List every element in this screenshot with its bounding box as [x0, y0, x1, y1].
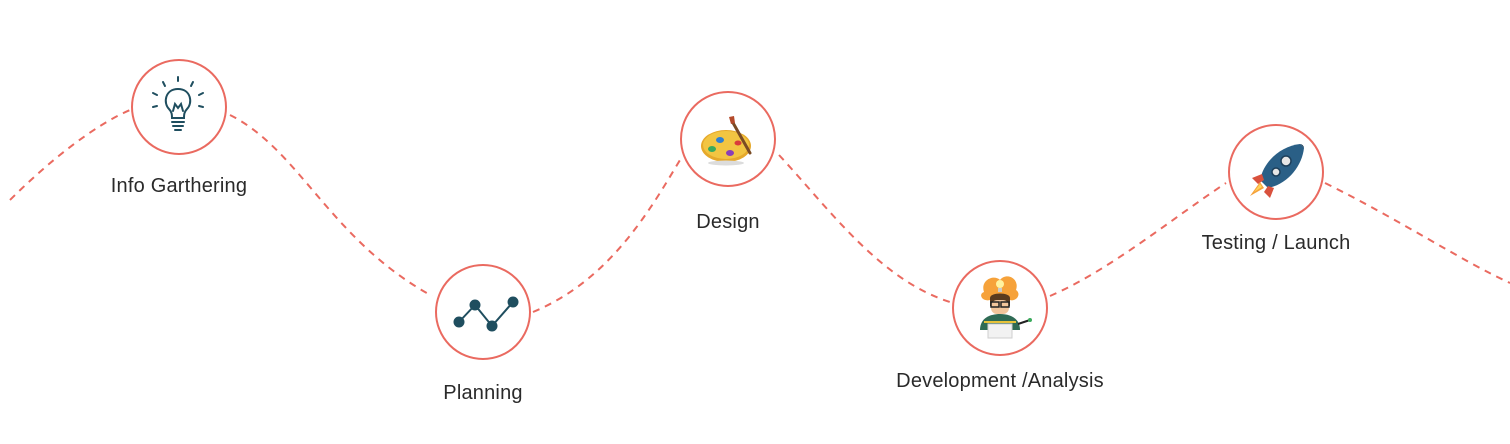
step-label-development: Development /Analysis	[896, 370, 1104, 392]
paint-palette-icon	[701, 116, 752, 166]
line-graph-icon	[453, 296, 519, 332]
step-node-planning	[435, 264, 531, 360]
step-label-planning: Planning	[443, 382, 523, 404]
step-node-info-gathering	[131, 59, 227, 155]
rocket-icon	[1250, 144, 1304, 198]
step-node-development	[952, 260, 1048, 356]
step-label-info-gathering: Info Garthering	[110, 175, 248, 197]
step-label-testing-launch: Testing / Launch	[1201, 232, 1351, 254]
step-node-testing-launch	[1228, 124, 1324, 220]
step-node-design	[680, 91, 776, 187]
step-label-design: Design	[696, 211, 760, 233]
lightbulb-icon	[152, 76, 204, 131]
developer-avatar-icon	[980, 276, 1032, 339]
